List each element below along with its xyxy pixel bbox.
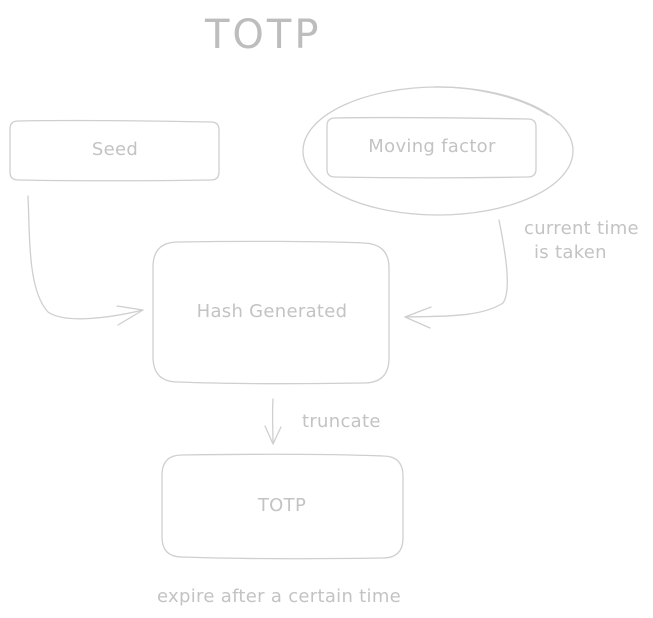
moving-factor-box <box>326 116 537 179</box>
moving-factor-label: Moving factor <box>368 136 496 157</box>
moving-factor-ellipse-overlap <box>433 86 549 116</box>
moving-factor-arrow-head <box>404 306 432 329</box>
expire-annotation: expire after a certain time <box>157 586 402 607</box>
seed-label: Seed <box>91 139 139 160</box>
hash-generated-label: Hash Generated <box>196 301 348 322</box>
seed-box <box>9 119 220 182</box>
hash-box <box>152 240 390 385</box>
moving-factor-to-hash-arrow <box>404 219 508 318</box>
totp-node-label: TOTP <box>257 495 307 516</box>
truncate-annotation: truncate <box>302 411 381 432</box>
current-time-annotation-line1: current time <box>524 218 639 239</box>
seed-arrow-head <box>116 305 144 326</box>
diagram-title: TOTP <box>205 12 322 58</box>
totp-box <box>161 453 404 560</box>
truncate-arrow-head <box>264 425 282 445</box>
seed-to-hash-arrow <box>27 195 144 320</box>
current-time-annotation-line2: is taken <box>534 242 607 263</box>
